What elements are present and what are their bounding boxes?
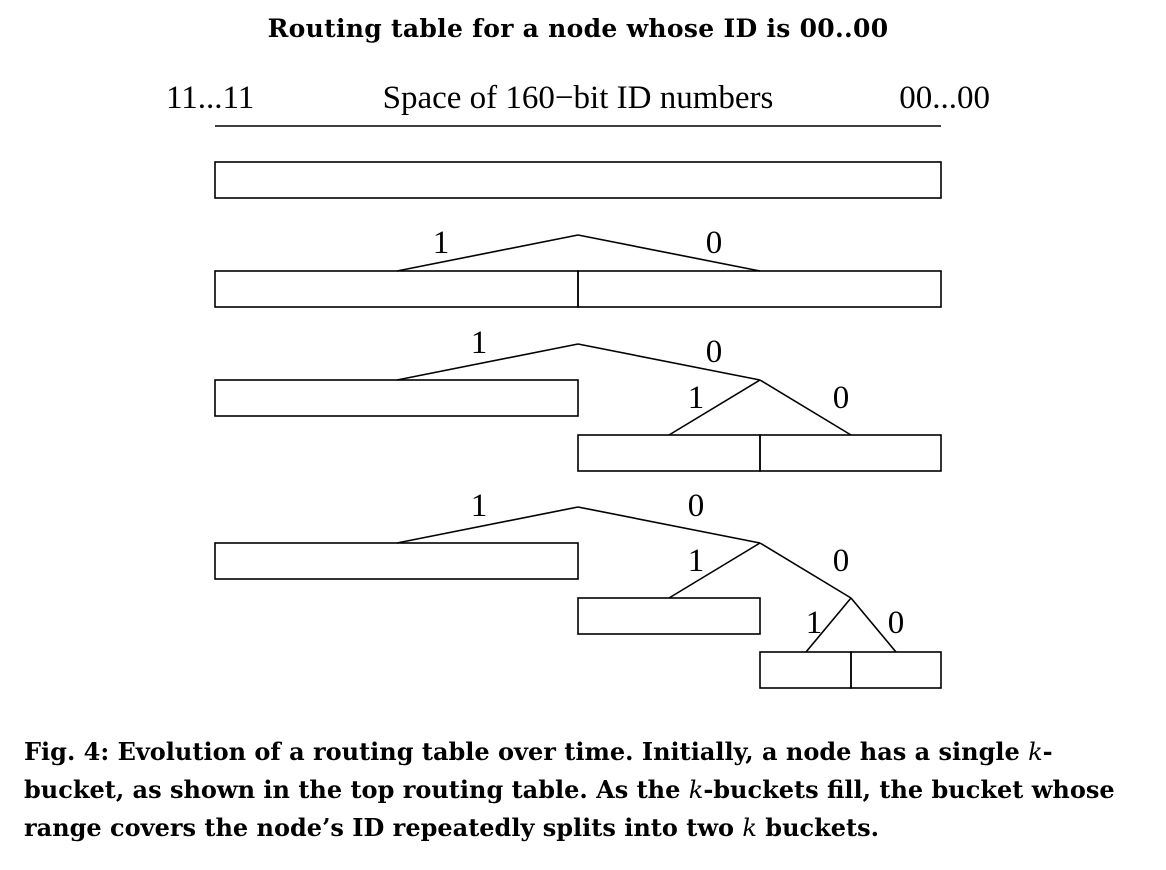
caption-part-3: -buckets fill, the bucket whose range co…: [24, 775, 1115, 842]
stage3-sub-label-0: 0: [833, 380, 850, 416]
stage4-branch-0: [577, 506, 761, 544]
stage3-sub-label-1: 1: [688, 380, 705, 416]
stage4-bucket-001: [759, 651, 852, 689]
figure-caption: Fig. 4: Evolution of a routing table ove…: [24, 733, 1134, 847]
stage2-branch-1: [396, 234, 579, 272]
stage4-branch-1: [396, 506, 579, 544]
stage4-label-0: 0: [688, 488, 705, 524]
caption-part-4: buckets.: [765, 813, 879, 842]
stage4-sub-branch-0: [759, 542, 852, 599]
stage3-branch-0: [577, 343, 761, 381]
id-space-center-label: Space of 160−bit ID numbers: [383, 80, 774, 116]
stage4-leaf-branch-0: [850, 597, 897, 653]
caption-k-3: k: [742, 814, 757, 842]
stage4-leaf-branch-1: [805, 597, 852, 653]
stage2-label-0: 0: [706, 225, 723, 261]
id-space-right-label: 00...00: [899, 80, 990, 116]
stage4-bucket-000: [850, 651, 942, 689]
caption-part-2: -bucket, as shown in the top routing tab…: [24, 737, 1053, 804]
stage4-bucket-01: [577, 597, 761, 635]
stage2-label-1: 1: [433, 225, 450, 261]
caption-k-1: k: [1028, 738, 1043, 766]
stage4-sub-branch-1: [668, 542, 761, 599]
caption-k-2: k: [688, 776, 704, 804]
stage3-bucket-1: [214, 379, 579, 417]
stage3-tree: 1 0 1 0: [214, 325, 942, 472]
stage3-bucket-00: [759, 434, 942, 472]
stage2-tree: 1 0: [214, 225, 942, 308]
caption-lead: Fig. 4: Evolution of a routing table ove…: [24, 737, 1020, 766]
stage3-branch-1: [396, 343, 579, 381]
stage4-sub-label-1: 1: [688, 543, 705, 579]
stage2-bucket-0: [577, 270, 942, 308]
stage4-bucket-1: [214, 542, 579, 580]
stage4-tree: 1 0 1 0 1 0: [214, 488, 942, 689]
stage1-bucket: [214, 161, 942, 199]
stage2-bucket-1: [214, 270, 579, 308]
routing-table-diagram: 11...11 Space of 160−bit ID numbers 00..…: [166, 80, 990, 689]
stage3-label-1: 1: [471, 325, 488, 361]
stage4-label-1: 1: [471, 488, 488, 524]
stage3-label-0: 0: [706, 334, 723, 370]
stage3-sub-branch-0: [759, 379, 852, 436]
stage3-sub-branch-1: [668, 379, 761, 436]
stage2-branch-0: [577, 234, 761, 272]
stage3-bucket-01: [577, 434, 761, 472]
stage4-leaf-label-0: 0: [888, 605, 905, 641]
id-space-left-label: 11...11: [166, 80, 254, 116]
stage4-sub-label-0: 0: [833, 543, 850, 579]
stage4-leaf-label-1: 1: [806, 605, 823, 641]
figure-title: Routing table for a node whose ID is 00.…: [267, 14, 889, 43]
